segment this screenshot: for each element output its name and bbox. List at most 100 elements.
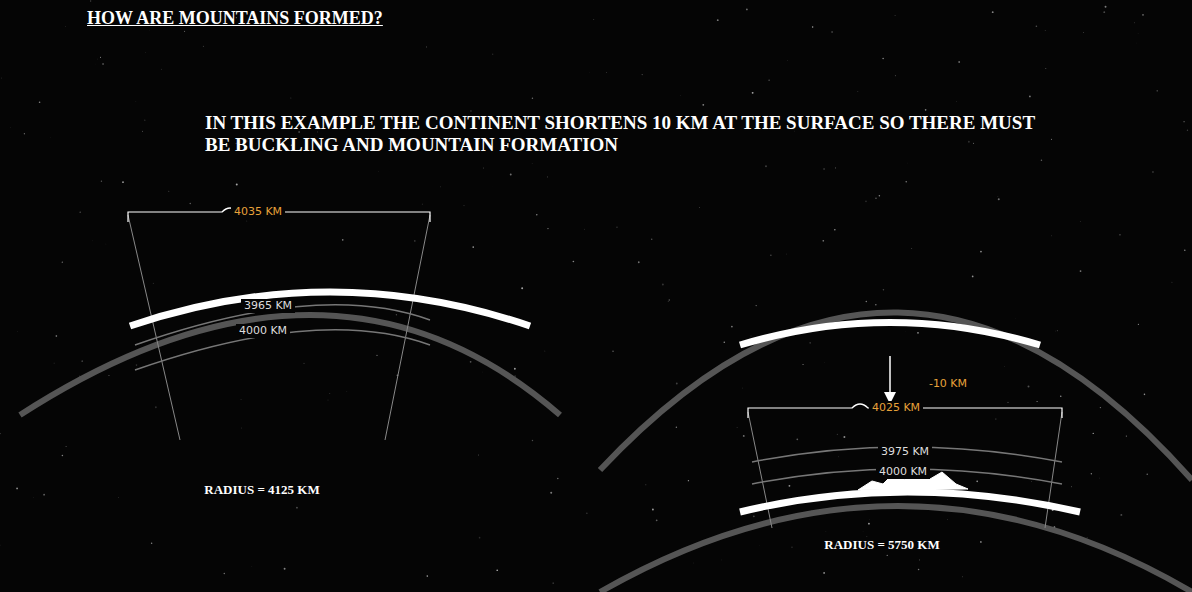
- star: [33, 497, 35, 499]
- star: [1045, 68, 1047, 70]
- star: [427, 575, 429, 577]
- star: [822, 240, 824, 242]
- star: [1044, 29, 1046, 31]
- star: [161, 69, 162, 70]
- star: [514, 368, 516, 370]
- star: [785, 253, 787, 255]
- star: [421, 203, 423, 205]
- star: [241, 427, 243, 429]
- star: [153, 283, 154, 284]
- star: [24, 133, 25, 134]
- star: [699, 207, 701, 209]
- star: [1133, 22, 1135, 24]
- star: [835, 167, 836, 168]
- star: [122, 181, 124, 183]
- star: [97, 58, 98, 59]
- star: [50, 136, 52, 138]
- star: [962, 576, 964, 578]
- star: [81, 360, 83, 362]
- star: [1138, 324, 1139, 325]
- star: [972, 276, 974, 278]
- star: [887, 555, 888, 556]
- star: [573, 261, 575, 263]
- star: [1119, 234, 1121, 236]
- star: [692, 562, 694, 564]
- star: [1184, 249, 1185, 250]
- star: [1142, 14, 1144, 16]
- star: [882, 58, 883, 59]
- star: [135, 101, 137, 103]
- star: [616, 227, 617, 228]
- star: [346, 391, 348, 393]
- dimension: 3965 KM: [241, 299, 295, 313]
- star: [906, 181, 907, 182]
- star: [584, 228, 586, 230]
- star: [1080, 270, 1082, 272]
- star: [947, 519, 949, 521]
- star: [717, 19, 719, 21]
- star: [376, 355, 377, 356]
- star: [676, 427, 677, 428]
- star: [144, 120, 145, 121]
- star: [992, 11, 994, 13]
- star: [1147, 473, 1148, 474]
- star: [645, 484, 646, 485]
- star: [145, 52, 146, 53]
- star: [866, 301, 867, 302]
- star: [39, 101, 41, 103]
- star: [770, 255, 771, 256]
- star: [92, 240, 94, 242]
- star: [1091, 473, 1092, 474]
- star: [911, 248, 913, 250]
- star: [136, 364, 138, 366]
- star: [547, 228, 548, 229]
- star: [875, 304, 876, 305]
- star: [742, 387, 743, 388]
- star: [1004, 366, 1006, 368]
- star: [43, 494, 45, 496]
- star: [521, 287, 523, 289]
- star: [823, 168, 825, 170]
- star: [1029, 96, 1031, 98]
- star: [669, 299, 671, 301]
- star: [736, 426, 738, 428]
- star: [544, 350, 546, 352]
- star: [651, 239, 652, 240]
- star: [652, 509, 654, 511]
- dimension: 4025 KM: [869, 401, 923, 415]
- star: [290, 97, 292, 99]
- star: [688, 480, 689, 481]
- star: [865, 200, 867, 202]
- star: [791, 547, 792, 548]
- dimension: 4035 KM: [231, 205, 285, 219]
- star: [1103, 11, 1105, 13]
- star: [155, 406, 157, 408]
- star: [342, 239, 344, 241]
- star: [246, 220, 248, 222]
- star: [483, 167, 485, 169]
- star: [56, 335, 58, 337]
- star: [1, 78, 2, 79]
- star: [857, 91, 859, 93]
- star: [472, 246, 474, 248]
- star: [1036, 401, 1037, 402]
- star: [1187, 130, 1188, 131]
- star: [550, 492, 552, 494]
- star: [90, 0, 91, 1]
- star: [0, 544, 1, 546]
- star: [142, 130, 144, 132]
- star: [296, 507, 298, 509]
- star: [980, 251, 982, 253]
- star: [809, 342, 811, 344]
- star: [1051, 235, 1053, 237]
- star: [958, 61, 960, 63]
- star: [869, 519, 870, 520]
- star: [796, 438, 798, 440]
- star: [477, 454, 479, 456]
- star: [202, 45, 204, 47]
- star: [917, 332, 919, 334]
- star: [496, 569, 498, 571]
- star: [925, 109, 927, 111]
- star: [184, 31, 185, 32]
